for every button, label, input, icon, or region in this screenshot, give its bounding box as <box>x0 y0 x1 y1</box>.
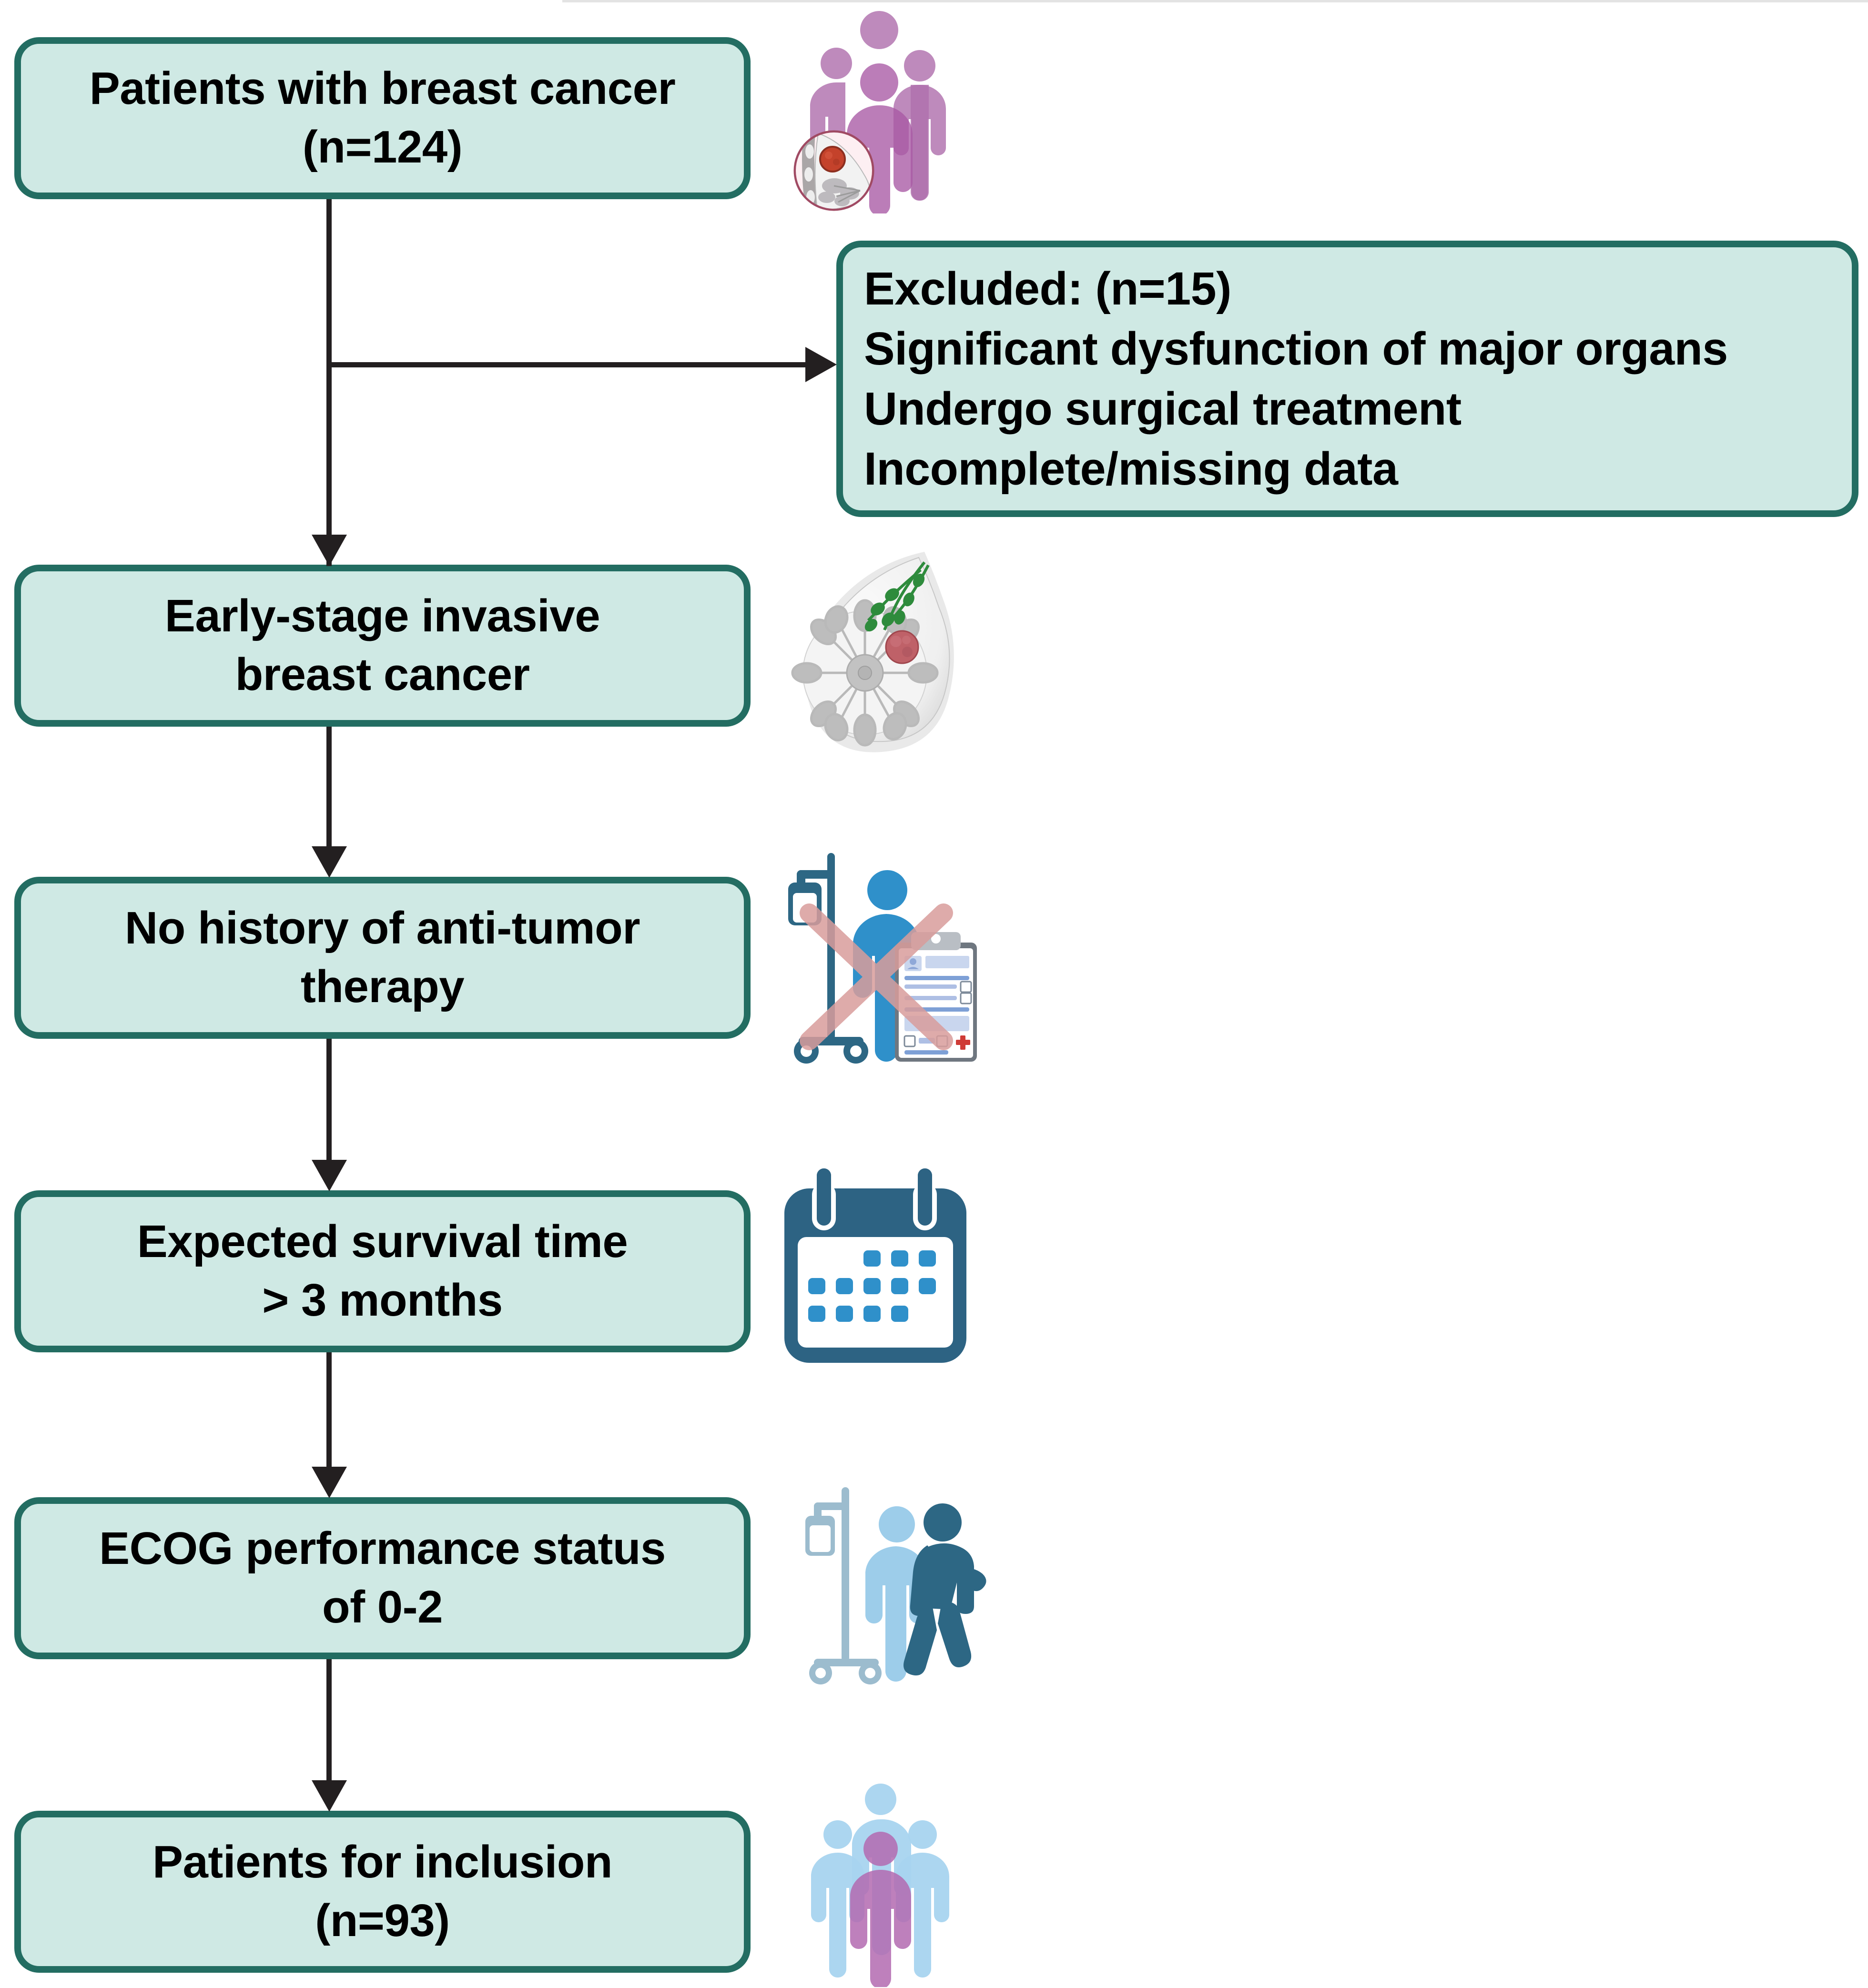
node-line: Incomplete/missing data <box>864 443 1398 495</box>
node-line: breast cancer <box>235 649 530 700</box>
arrow-to-excluded <box>805 347 837 382</box>
node-expected-survival-time[interactable]: Expected survival time > 3 months <box>14 1190 751 1352</box>
node-line: therapy <box>300 961 465 1012</box>
node-line: (n=124) <box>302 122 463 172</box>
node-line: > 3 months <box>262 1275 503 1326</box>
node-early-stage-invasive-breast-cancer[interactable]: Early-stage invasive breast cancer <box>14 565 751 727</box>
arrow-to-ecog <box>312 1467 347 1498</box>
arrow-to-expected-survival <box>312 1160 347 1191</box>
included-people-group-icon <box>786 1782 986 1987</box>
calendar-icon <box>781 1162 981 1367</box>
node-line: Undergo surgical treatment <box>864 383 1462 435</box>
node-line: ECOG performance status <box>99 1523 666 1574</box>
calendar-days <box>808 1250 936 1322</box>
people-group-breast-cancer-icon <box>789 9 989 213</box>
node-line: Patients with breast cancer <box>89 63 676 114</box>
node-line: No history of anti-tumor <box>124 903 640 954</box>
top-hairline <box>562 0 1868 2</box>
node-line: Patients for inclusion <box>152 1836 613 1888</box>
node-line: (n=93) <box>315 1895 450 1946</box>
arrow-to-no-history <box>312 846 347 878</box>
node-line: Significant dysfunction of major organs <box>864 322 1728 375</box>
arrow-to-early-stage <box>312 535 347 566</box>
arrow-to-inclusion <box>312 1780 347 1812</box>
node-line: of 0-2 <box>322 1582 443 1633</box>
connector-line <box>326 727 332 849</box>
connector-line <box>326 1352 332 1470</box>
connector-line <box>326 362 810 367</box>
node-line: Expected survival time <box>137 1216 628 1268</box>
node-line: Excluded: (n=15) <box>864 262 1231 314</box>
node-patients-for-inclusion[interactable]: Patients for inclusion (n=93) <box>14 1811 751 1973</box>
patient-walking-iv-icon <box>786 1480 986 1694</box>
connector-line <box>326 1659 332 1782</box>
connector-line <box>326 199 332 566</box>
node-excluded[interactable]: Excluded: (n=15) Significant dysfunction… <box>836 241 1858 517</box>
breast-anatomy-tumor-icon <box>767 543 982 758</box>
no-prior-therapy-icon <box>786 853 986 1072</box>
node-line: Early-stage invasive <box>164 590 600 642</box>
node-ecog-performance-status[interactable]: ECOG performance status of 0-2 <box>14 1497 751 1659</box>
connector-line <box>326 1039 332 1162</box>
node-patients-with-breast-cancer[interactable]: Patients with breast cancer (n=124) <box>14 37 751 199</box>
node-no-history-of-anti-tumor-therapy[interactable]: No history of anti-tumor therapy <box>14 877 751 1039</box>
